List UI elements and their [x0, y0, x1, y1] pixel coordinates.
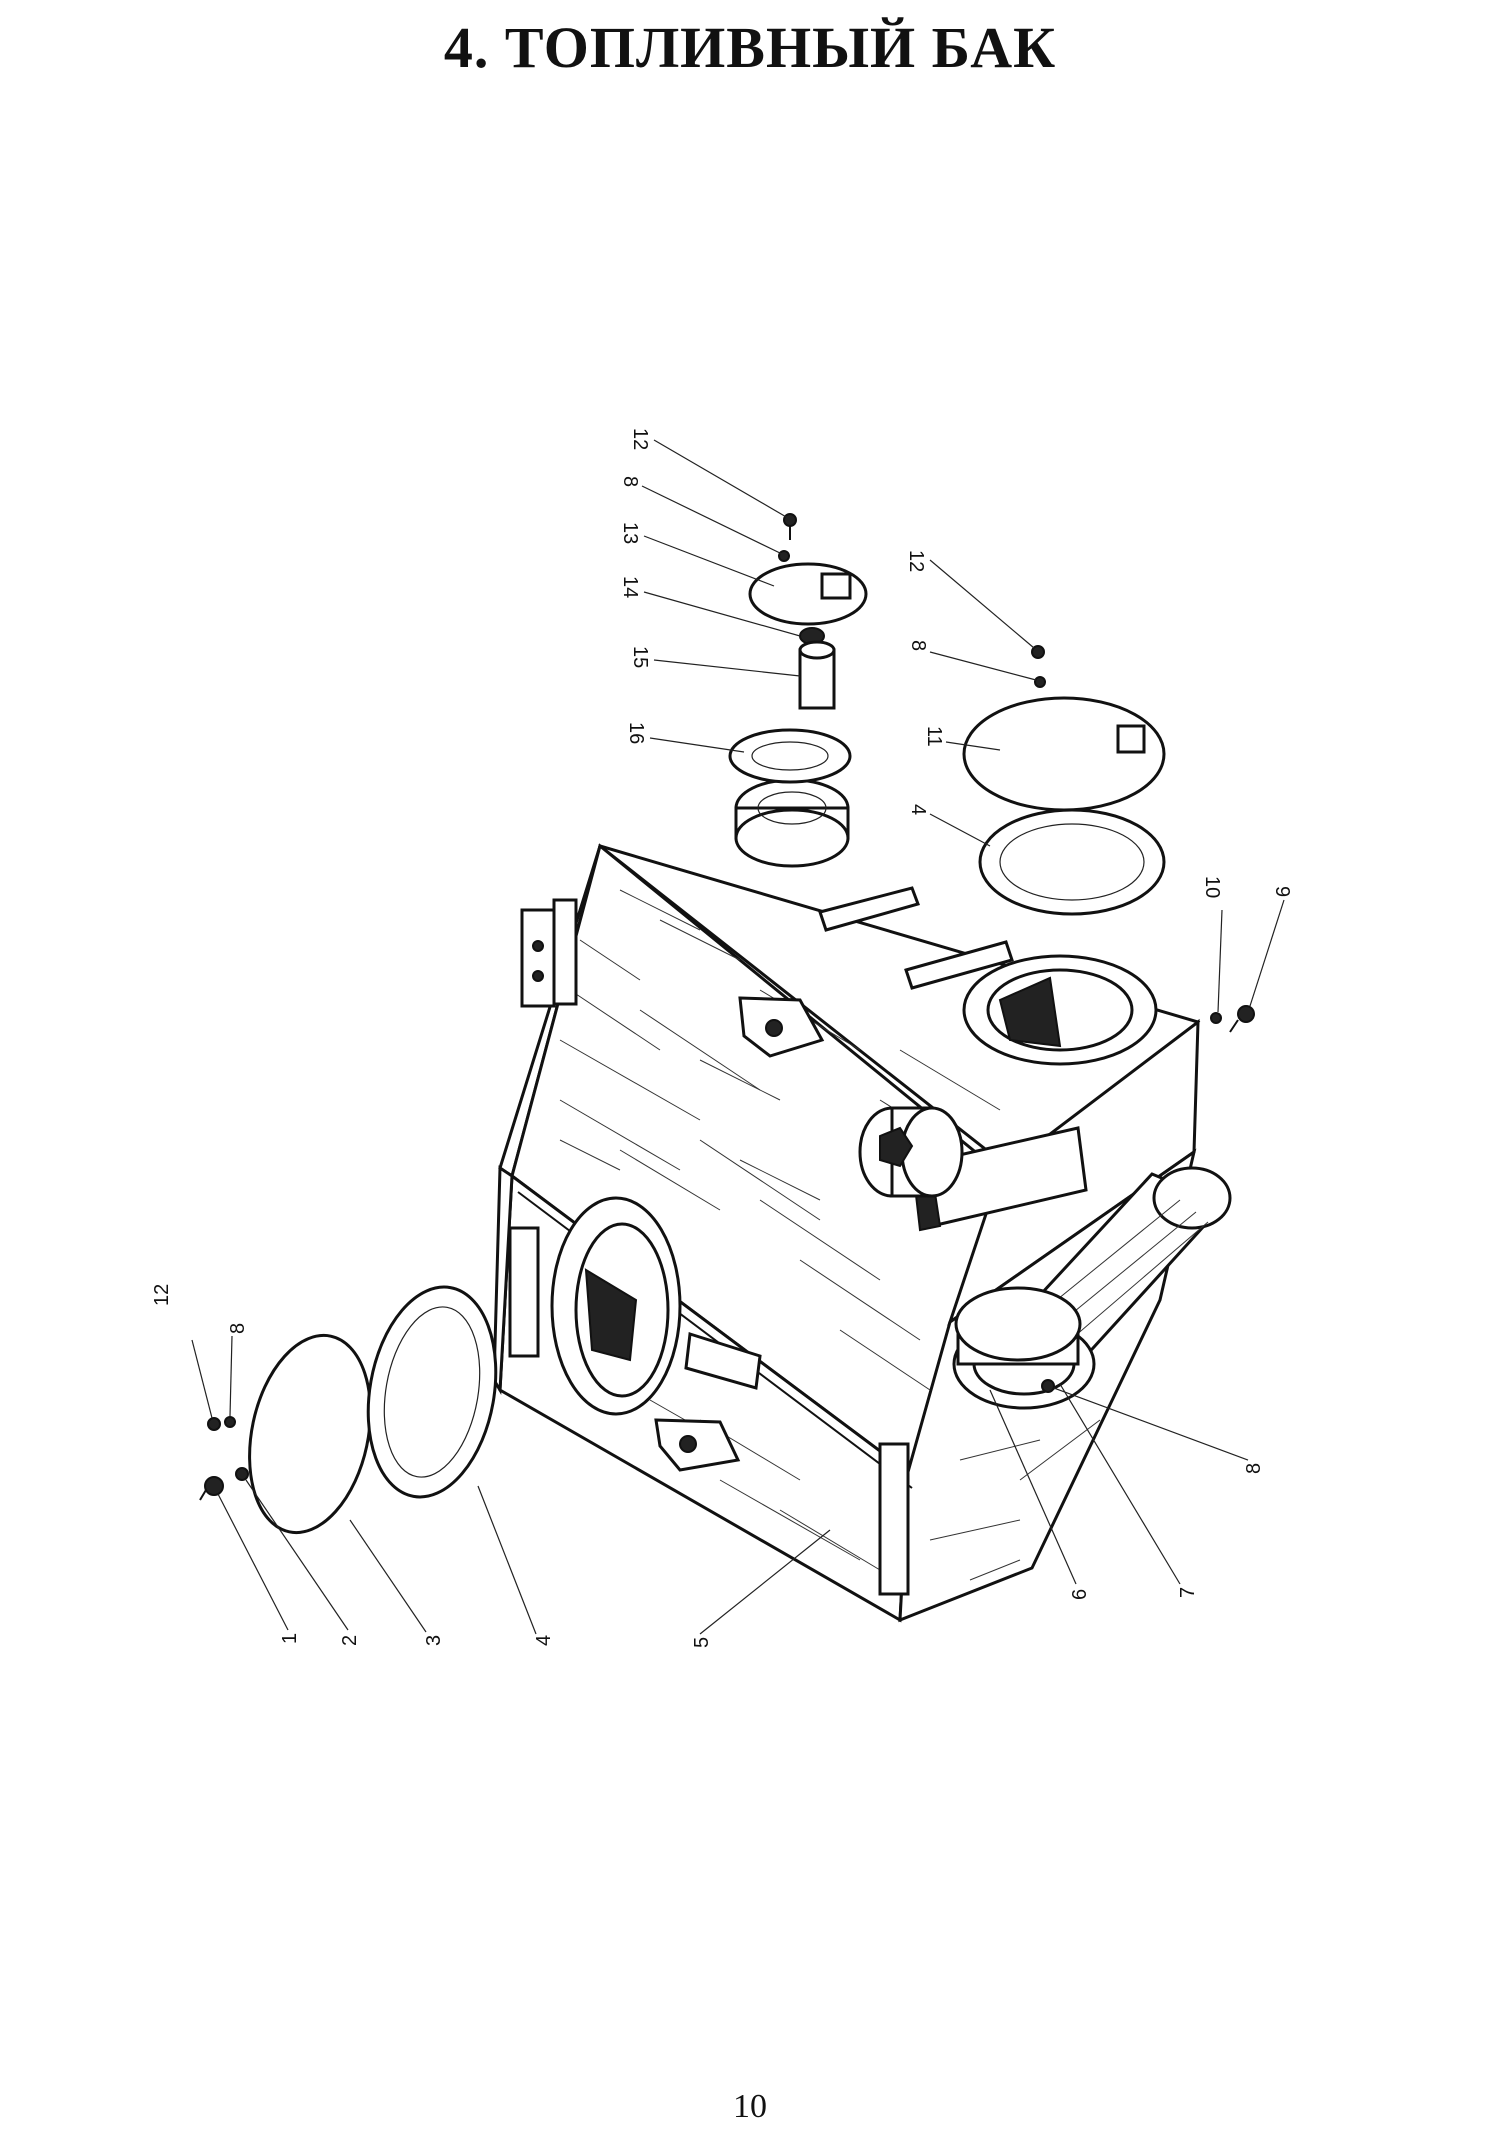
callout-labels: 12 8 13 14 15 16 12 8 11 4 10 9 12 8 1 2… — [151, 428, 1293, 1648]
part-10-washer — [1210, 1012, 1222, 1024]
callout-2: 2 — [339, 1635, 361, 1646]
callout-15: 15 — [629, 646, 651, 668]
part-13-cap — [748, 562, 868, 626]
callout-5: 5 — [691, 1637, 713, 1648]
callout-4-right: 4 — [907, 804, 929, 815]
callout-14: 14 — [619, 576, 641, 598]
page-number: 10 — [733, 2088, 767, 2125]
filler-neck — [734, 778, 850, 868]
top-hatch-opening — [962, 954, 1158, 1066]
part-16-gasket — [728, 728, 852, 784]
part-9-bolt — [1229, 1005, 1255, 1033]
callout-8-top: 8 — [619, 476, 641, 487]
part-8-right-washer — [1034, 676, 1046, 688]
part-8-top-washer — [778, 550, 790, 562]
callout-3: 3 — [423, 1635, 445, 1646]
callout-10: 10 — [1201, 876, 1223, 898]
part-8-left-washer — [224, 1416, 236, 1428]
part-12-top-bolt — [783, 513, 797, 540]
part-4-right-gasket — [978, 808, 1166, 916]
callout-11: 11 — [923, 726, 945, 747]
callout-13: 13 — [619, 522, 641, 544]
leader-lines — [191, 439, 1285, 1635]
page-title: 4. ТОПЛИВНЫЙ БАК — [443, 15, 1057, 80]
part-15-sleeve — [798, 640, 836, 710]
callout-8-left: 8 — [227, 1323, 249, 1334]
callout-8-right: 8 — [907, 640, 929, 651]
fuel-tank-body — [492, 778, 1232, 1623]
side-fitting — [858, 1106, 964, 1198]
callout-1: 1 — [279, 1633, 301, 1644]
part-12-left-bolt — [207, 1417, 221, 1431]
part-2-washer — [235, 1467, 249, 1481]
strainer-pipe — [952, 1166, 1232, 1410]
part-1-bolt — [199, 1476, 224, 1501]
callout-7: 7 — [1177, 1587, 1199, 1598]
front-hatch-opening — [550, 1196, 682, 1416]
callout-12-top: 12 — [629, 428, 651, 450]
callout-12-left: 12 — [151, 1284, 173, 1306]
part-12-right-bolt — [1031, 645, 1045, 659]
callout-12-right: 12 — [905, 550, 927, 572]
part-3-cover — [248, 1333, 372, 1535]
callout-8-lower: 8 — [1243, 1463, 1265, 1474]
callout-4-left: 4 — [533, 1635, 555, 1646]
part-4-left-gasket — [366, 1285, 498, 1499]
part-11-cover — [962, 696, 1166, 812]
callout-6: 6 — [1069, 1589, 1091, 1600]
callout-9: 9 — [1271, 886, 1293, 897]
part-8-lower-washer — [1041, 1379, 1055, 1393]
callout-16: 16 — [625, 722, 647, 744]
